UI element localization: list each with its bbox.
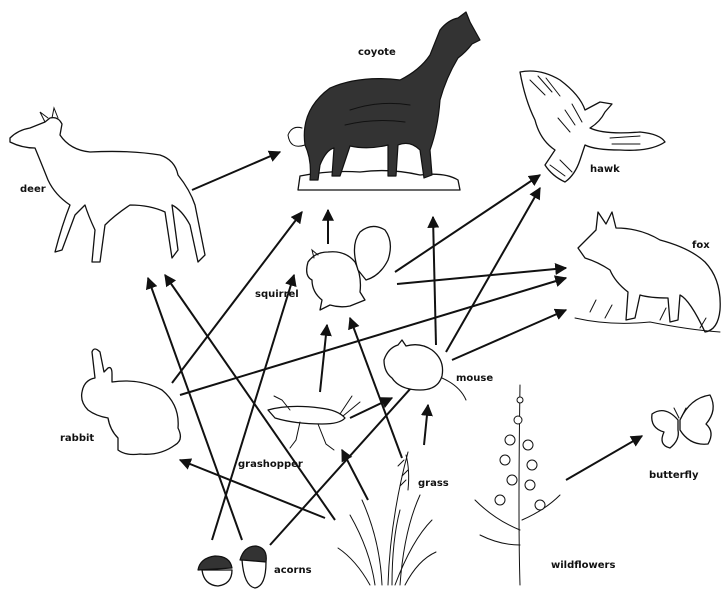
label-butterfly: butterfly bbox=[649, 470, 699, 481]
label-hawk: hawk bbox=[590, 164, 620, 175]
label-squirrel: squirrel bbox=[255, 289, 299, 300]
arrow-grass-to-squirrel bbox=[350, 318, 402, 458]
arrow-grass-to-grasshopper bbox=[342, 450, 368, 500]
label-deer: deer bbox=[20, 184, 46, 195]
rabbit-illustration bbox=[82, 349, 181, 455]
label-mouse: mouse bbox=[456, 373, 493, 384]
label-wildflowers: wildflowers bbox=[551, 560, 615, 571]
mouse-illustration bbox=[384, 340, 466, 400]
fox-illustration bbox=[575, 212, 720, 332]
wildflowers-illustration bbox=[475, 385, 560, 585]
acorns-illustration bbox=[198, 546, 266, 588]
arrow-wildflowers-to-butterfly bbox=[566, 436, 642, 480]
label-coyote: coyote bbox=[358, 47, 396, 58]
arrow-grass-to-mouse bbox=[424, 405, 428, 445]
label-grass: grass bbox=[418, 478, 449, 489]
butterfly-illustration bbox=[652, 395, 713, 448]
arrow-squirrel-to-fox bbox=[397, 268, 566, 284]
label-grasshopper: grashopper bbox=[238, 459, 303, 470]
label-acorns: acorns bbox=[274, 565, 312, 576]
label-fox: fox bbox=[692, 240, 710, 251]
coyote-illustration bbox=[288, 12, 480, 190]
squirrel-illustration bbox=[307, 226, 391, 310]
label-rabbit: rabbit bbox=[60, 433, 94, 444]
arrow-deer-to-coyote bbox=[192, 152, 280, 190]
arrow-grasshopper-to-squirrel bbox=[320, 325, 327, 392]
arrow-mouse-to-fox bbox=[452, 310, 566, 360]
